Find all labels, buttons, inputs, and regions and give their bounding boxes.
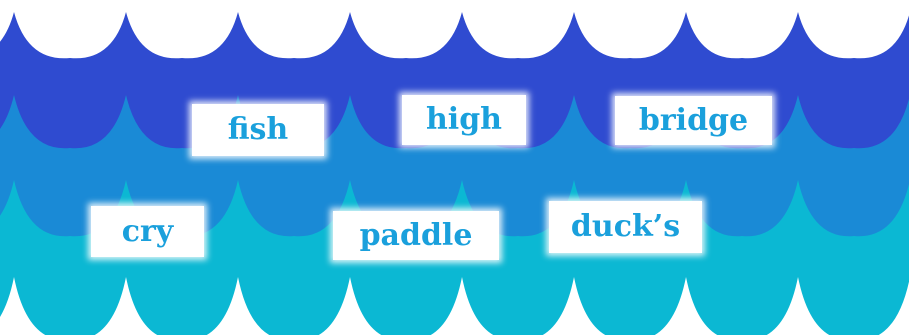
word-tile-label: high: [426, 102, 502, 137]
word-tile-label: bridge: [638, 102, 749, 138]
word-tile-fish[interactable]: fish: [192, 104, 324, 156]
word-tile-label: paddle: [359, 217, 473, 253]
word-tile-label: fish: [227, 112, 289, 147]
word-tile-label: duck’s: [570, 209, 681, 244]
word-tile-bridge[interactable]: bridge: [615, 96, 772, 145]
word-tile-cry[interactable]: cry: [91, 206, 204, 257]
word-tile-label: cry: [121, 213, 174, 249]
word-tile-ducks[interactable]: duck’s: [549, 201, 702, 253]
word-tile-paddle[interactable]: paddle: [333, 211, 499, 260]
wave-foam-bottom: [0, 277, 909, 335]
word-tile-high[interactable]: high: [402, 95, 526, 145]
